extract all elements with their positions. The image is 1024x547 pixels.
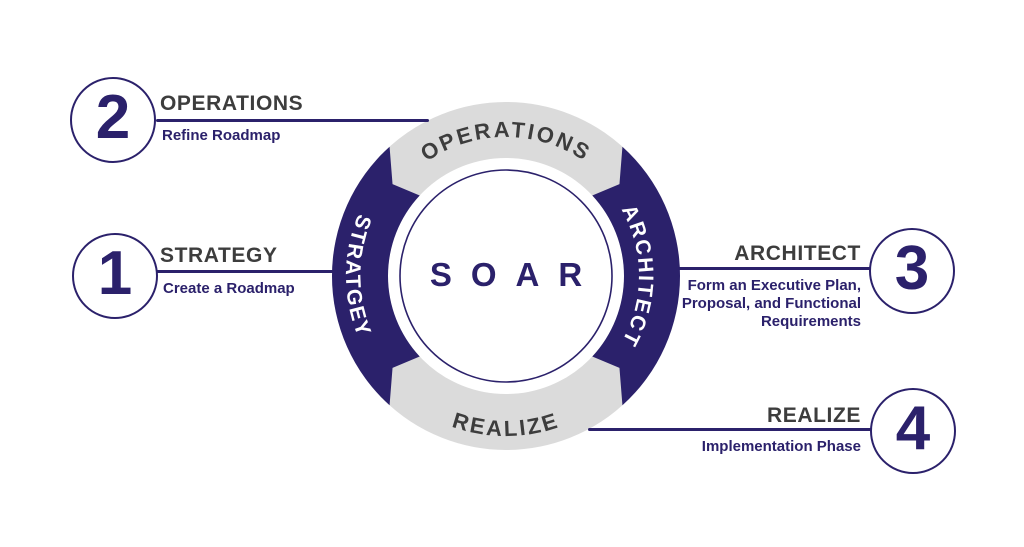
callout-desc-architect-line3: Requirements (760, 313, 861, 330)
callout-desc-strategy: Create a Roadmap (163, 280, 295, 297)
callout-desc-architect-line2: Proposal, and Functional (681, 295, 861, 312)
callout-title-strategy: STRATEGY (160, 244, 278, 267)
connector-line-architect (678, 267, 878, 270)
callout-title-operations: OPERATIONS (160, 92, 304, 115)
ring-segment-architect (592, 146, 681, 406)
connector-line-operations (156, 119, 429, 122)
step-circle-2: 2 (70, 77, 156, 163)
callout-desc-architect-line1: Form an Executive Plan, (687, 277, 861, 294)
center-label: SOAR (429, 256, 602, 293)
callout-title-architect: ARCHITECT (734, 242, 861, 265)
callout-title-realize: REALIZE (766, 404, 861, 427)
callout-desc-operations: Refine Roadmap (162, 127, 281, 144)
step-circle-1: 1 (72, 233, 158, 319)
inner-circle (399, 169, 613, 383)
step-circle-4: 4 (870, 388, 956, 474)
callout-desc-realize: Implementation Phase (701, 438, 861, 455)
step-circle-3: 3 (869, 228, 955, 314)
connector-line-strategy (156, 270, 338, 273)
callout-desc-architect: Form an Executive Plan, Proposal, and Fu… (682, 277, 861, 331)
ring-segment-strategy (331, 146, 420, 406)
connector-line-realize (588, 428, 878, 431)
